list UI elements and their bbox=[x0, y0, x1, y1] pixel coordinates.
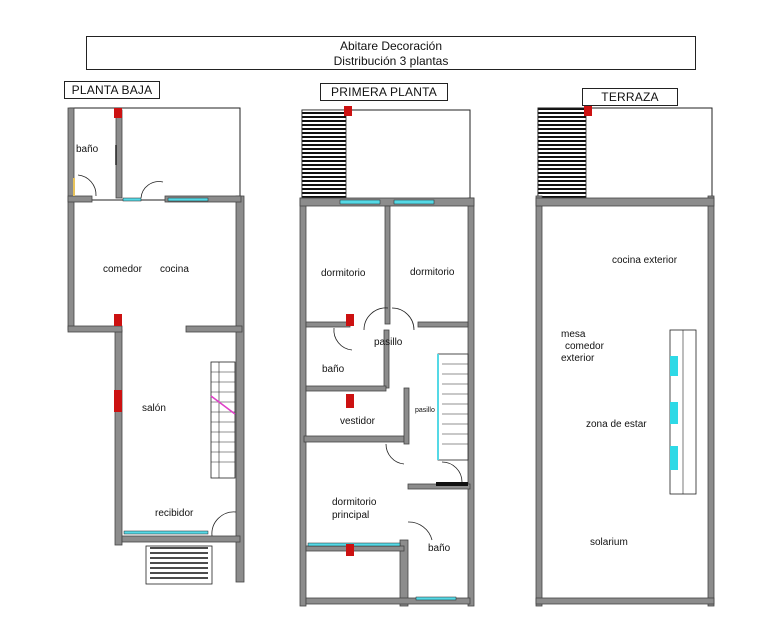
stairs-block bbox=[537, 107, 587, 201]
marker bbox=[114, 108, 122, 118]
room-label-salon: salón bbox=[142, 403, 166, 414]
floor-title-planta-baja: PLANTA BAJA bbox=[64, 81, 160, 99]
room-label-vestidor: vestidor bbox=[340, 416, 376, 427]
door-swing bbox=[77, 174, 97, 197]
marker bbox=[346, 544, 354, 556]
window bbox=[415, 596, 457, 601]
door-swing bbox=[140, 181, 164, 199]
room-label-mesa: mesa bbox=[561, 329, 586, 340]
marker bbox=[344, 106, 352, 116]
room-label-comedor: comedor bbox=[565, 341, 605, 352]
floor-primera-planta: dormitorio dormitorio pasillo baño pasil… bbox=[299, 106, 475, 607]
floor-title-terraza: TERRAZA bbox=[582, 88, 678, 106]
floor-title-primera-planta: PRIMERA PLANTA bbox=[320, 83, 448, 101]
door-swing bbox=[363, 307, 389, 331]
marker bbox=[584, 106, 592, 116]
room-label-exterior: exterior bbox=[561, 353, 595, 364]
room-label-dormitorio-2: dormitorio bbox=[410, 267, 455, 278]
window bbox=[123, 530, 209, 535]
marker bbox=[346, 394, 354, 408]
entry-steps bbox=[145, 545, 213, 585]
marker bbox=[114, 390, 122, 412]
room-label-zona-de-estar: zona de estar bbox=[586, 419, 647, 430]
floor-terraza: cocina exterior mesa comedor exterior zo… bbox=[535, 106, 715, 607]
door-swing bbox=[441, 461, 463, 483]
floor-planta-baja: baño comedor cocina salón recibidor bbox=[67, 107, 245, 585]
plan-title-line1: Abitare Decoración bbox=[339, 39, 443, 53]
room-label-bano-1: baño bbox=[322, 364, 345, 375]
room-label-comedor: comedor bbox=[103, 264, 143, 275]
door-swing bbox=[407, 521, 433, 541]
room-label-solarium: solarium bbox=[590, 537, 628, 548]
room-label-bano-2: baño bbox=[428, 543, 451, 554]
marker bbox=[346, 314, 354, 326]
room-label-dormitorio-principal-2: principal bbox=[332, 510, 369, 521]
door-swing bbox=[333, 327, 353, 351]
walls-primera-planta bbox=[299, 197, 475, 607]
stairs-block bbox=[301, 109, 347, 201]
door-swing bbox=[385, 443, 405, 465]
door-swing bbox=[211, 511, 237, 537]
window bbox=[339, 199, 381, 205]
plan-title-box: Abitare Decoración Distribución 3 planta… bbox=[86, 36, 696, 70]
window bbox=[393, 199, 435, 205]
room-label-bano: baño bbox=[76, 144, 99, 155]
window bbox=[122, 197, 142, 202]
walls-terraza bbox=[535, 195, 715, 607]
room-label-recibidor: recibidor bbox=[155, 508, 194, 519]
room-label-cocina: cocina bbox=[160, 264, 189, 275]
terrace-bench bbox=[669, 329, 697, 495]
plan-title-line2: Distribución 3 plantas bbox=[333, 54, 449, 68]
room-label-dormitorio-1: dormitorio bbox=[321, 268, 366, 279]
room-label-dormitorio-principal-1: dormitorio bbox=[332, 497, 377, 508]
room-label-pasillo-small: pasillo bbox=[415, 407, 435, 414]
marker bbox=[114, 314, 122, 326]
window bbox=[167, 197, 209, 202]
room-label-cocina-exterior: cocina exterior bbox=[612, 255, 678, 266]
stairs-planta-baja bbox=[210, 361, 236, 479]
stairs-primera-planta bbox=[436, 353, 469, 486]
room-label-pasillo: pasillo bbox=[374, 337, 403, 348]
door-swing bbox=[391, 307, 415, 331]
